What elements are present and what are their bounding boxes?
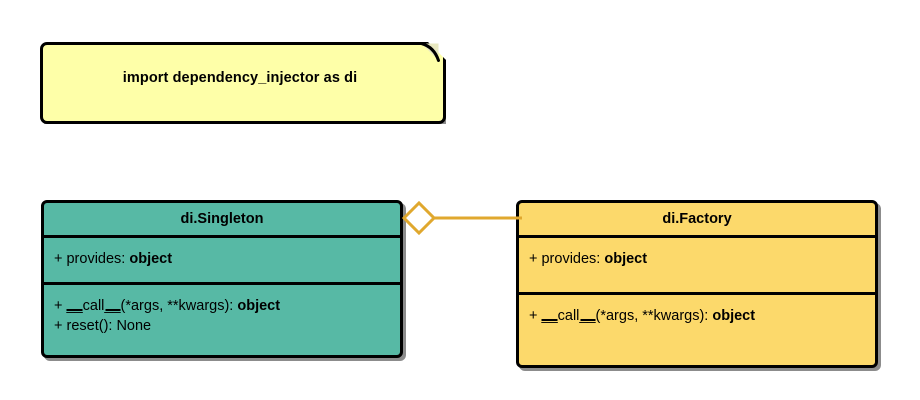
method-visibility: +: [529, 308, 538, 324]
attribute-row: + provides: object: [54, 249, 390, 269]
method-signature: (*args, **kwargs):: [120, 298, 238, 314]
attribute-type: object: [604, 251, 648, 267]
attribute-visibility: +: [529, 251, 538, 267]
class-methods-di-singleton: + __call__(*args, **kwargs): object + re…: [44, 285, 400, 344]
method-row: + __call__(*args, **kwargs): object: [529, 306, 865, 326]
note-text: import dependency_injector as di: [122, 70, 358, 86]
method-row: + reset(): None: [54, 316, 390, 336]
note-import-statement[interactable]: import dependency_injector as di: [40, 42, 440, 118]
method-signature: (*args, **kwargs):: [595, 308, 713, 324]
attribute-name: provides:: [62, 251, 130, 267]
class-methods-di-factory: + __call__(*args, **kwargs): object: [519, 295, 875, 334]
method-return-type: object: [712, 308, 756, 324]
method-visibility: +: [54, 318, 63, 334]
method-visibility: +: [54, 298, 63, 314]
class-attributes-di-singleton: + provides: object: [44, 238, 400, 285]
method-return-type: object: [237, 298, 281, 314]
method-row: + __call__(*args, **kwargs): object: [54, 296, 390, 316]
attribute-row: + provides: object: [529, 249, 865, 269]
method-name: reset(): None: [66, 318, 152, 334]
aggregation-diamond-icon: [401, 200, 437, 236]
class-box-di-factory[interactable]: di.Factory + provides: object + __call__…: [516, 200, 878, 368]
class-attributes-di-factory: + provides: object: [519, 238, 875, 295]
note-shape: [40, 42, 446, 124]
aggregation-connector[interactable]: [398, 196, 522, 240]
class-box-di-singleton[interactable]: di.Singleton + provides: object + __call…: [41, 200, 403, 358]
attribute-name: provides:: [537, 251, 605, 267]
attribute-type: object: [129, 251, 173, 267]
method-name: __call__: [541, 308, 596, 324]
class-title-di-factory: di.Factory: [519, 203, 875, 238]
class-title-di-singleton: di.Singleton: [44, 203, 400, 238]
method-name: __call__: [66, 298, 121, 314]
attribute-visibility: +: [54, 251, 63, 267]
